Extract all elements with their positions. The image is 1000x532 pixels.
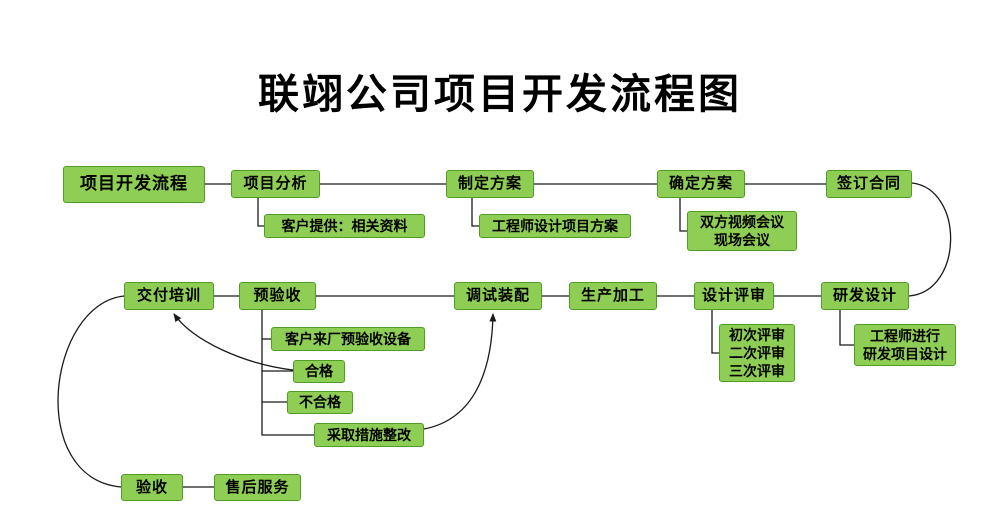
- node-unqualified: 不合格: [287, 391, 353, 414]
- node-make-plan: 制定方案: [446, 170, 534, 198]
- node-delivery-training: 交付培训: [124, 282, 214, 310]
- node-rnd-design: 研发设计: [821, 282, 909, 310]
- node-design-review: 设计评审: [694, 282, 774, 310]
- node-review-rounds: 初次评审 二次评审 三次评审: [719, 324, 795, 382]
- edge-rnd-engineer: [839, 310, 854, 346]
- node-pre-acceptance: 预验收: [239, 282, 316, 310]
- edge-preacceptance-subchain: [261, 310, 314, 436]
- node-customer-visit: 客户来厂预验收设备: [271, 327, 425, 351]
- node-debug-assembly: 调试装配: [454, 282, 542, 310]
- node-qualified: 合格: [293, 360, 345, 383]
- edge-plan-engineerplan: [471, 198, 479, 227]
- node-project-analysis: 项目分析: [231, 170, 320, 198]
- node-project-dev-process: 项目开发流程: [63, 166, 205, 203]
- node-production: 生产加工: [569, 282, 657, 310]
- node-corrective-action: 采取措施整改: [314, 423, 424, 447]
- edge-training-acceptance-curve: [57, 295, 125, 488]
- node-sign-contract: 签订合同: [826, 170, 912, 198]
- node-engineer-plan: 工程师设计项目方案: [479, 214, 631, 238]
- node-confirm-plan: 确定方案: [657, 170, 745, 198]
- edge-review-rounds: [711, 310, 719, 354]
- edge-qualified-training-arrow: [173, 313, 294, 371]
- node-customer-materials: 客户提供：相关资料: [264, 214, 425, 238]
- page-title: 联翊公司项目开发流程图: [258, 71, 742, 117]
- edge-corrective-debug-arrow: [423, 313, 497, 430]
- edge-contract-rnd-curve: [908, 182, 952, 297]
- node-after-sales: 售后服务: [214, 474, 301, 501]
- edge-confirm-meetings: [679, 198, 687, 232]
- node-meetings: 双方视频会议 现场会议: [687, 211, 797, 251]
- node-engineer-rnd: 工程师进行 研发项目设计: [854, 324, 956, 366]
- node-acceptance: 验收: [121, 474, 183, 501]
- edge-analysis-materials: [257, 198, 264, 227]
